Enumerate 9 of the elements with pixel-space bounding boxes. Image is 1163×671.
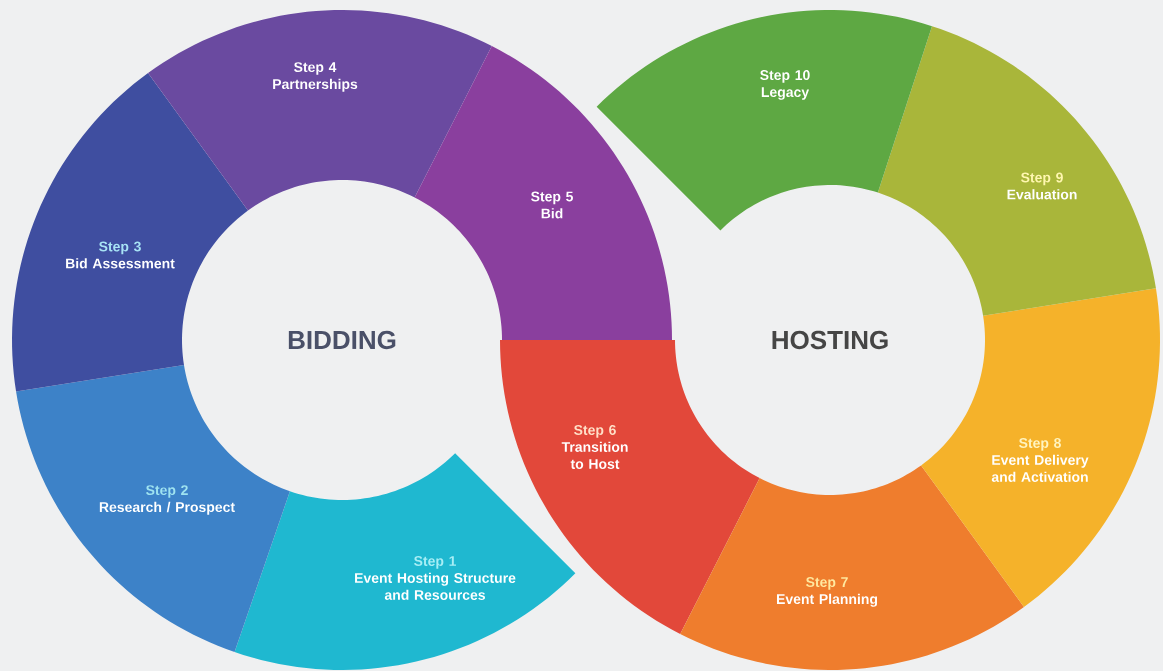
step-segment: Step 8 Event Delivery and Activation bbox=[921, 288, 1160, 607]
step-segment: Step 2 Research / Prospect bbox=[16, 365, 290, 652]
step-segment: Step 4 Partnerships bbox=[148, 10, 492, 211]
step-segment: Step 3 Bid Assessment bbox=[12, 73, 248, 392]
step-segment: Step 10 Legacy bbox=[596, 10, 932, 231]
step-segment: Step 9 Evaluation bbox=[877, 26, 1156, 316]
step-segment: Step 5 Bid bbox=[414, 45, 672, 340]
centre-label: HOSTING bbox=[772, 330, 888, 350]
centre-label: BIDDING bbox=[288, 330, 396, 350]
